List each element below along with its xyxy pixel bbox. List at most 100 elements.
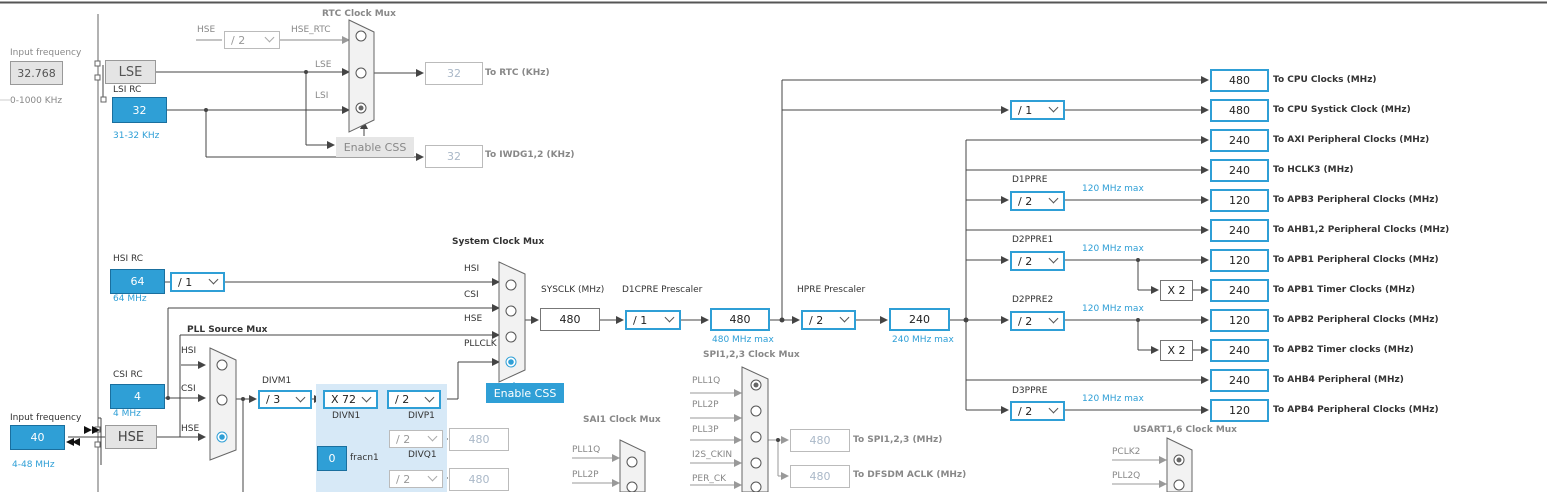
lse-block[interactable]: LSE bbox=[105, 60, 156, 84]
sai-mux-shape bbox=[619, 439, 646, 492]
divm1-value: / 3 bbox=[266, 393, 281, 406]
fracn1-label: fracn1 bbox=[350, 453, 379, 463]
apb2-timer-label: To APB2 Timer clocks (MHz) bbox=[1273, 345, 1414, 355]
d3ppre-select[interactable]: / 2 bbox=[1010, 401, 1065, 421]
hse-input-field[interactable]: 40 bbox=[10, 425, 65, 450]
divq1-select[interactable]: / 2 bbox=[389, 430, 443, 448]
hsi-range: 64 MHz bbox=[113, 294, 147, 304]
ahb4-value[interactable]: 240 bbox=[1210, 369, 1269, 392]
spi-in-pll1q: PLL1Q bbox=[692, 376, 721, 386]
rtc-hse-div-select[interactable]: / 2 bbox=[224, 31, 280, 49]
lsi-range: 31-32 KHz bbox=[113, 131, 160, 141]
d1ppre-label: D1PPRE bbox=[1012, 175, 1048, 185]
rtc-lsi-label: LSI bbox=[315, 91, 329, 101]
apb2-label: To APB2 Peripheral Clocks (MHz) bbox=[1273, 315, 1439, 325]
hse-block[interactable]: HSE bbox=[105, 425, 157, 449]
sys-in-hsi: HSI bbox=[464, 264, 480, 274]
d1ppre-select[interactable]: / 2 bbox=[1010, 191, 1065, 211]
ahb12-value[interactable]: 240 bbox=[1210, 219, 1269, 242]
divn1-select[interactable]: X 72 bbox=[323, 390, 378, 409]
csi-range: 4 MHz bbox=[113, 409, 141, 419]
apb2-timer-value[interactable]: 240 bbox=[1210, 339, 1269, 362]
d1cpre-label: D1CPRE Prescaler bbox=[622, 285, 703, 295]
rtc-hse-rtc-label: HSE_RTC bbox=[291, 25, 331, 35]
apb4-label: To APB4 Peripheral Clocks (MHz) bbox=[1273, 405, 1439, 415]
hpre-label: HPRE Prescaler bbox=[797, 285, 866, 295]
chevron-down-icon bbox=[361, 392, 372, 403]
hsi-div-select[interactable]: / 1 bbox=[170, 272, 225, 292]
d2ppre2-max: 120 MHz max bbox=[1082, 304, 1144, 314]
d1cpre-select[interactable]: / 1 bbox=[625, 310, 681, 330]
apb1-timer-value[interactable]: 240 bbox=[1210, 279, 1269, 302]
chevron-down-icon bbox=[1048, 403, 1059, 414]
pll-in-csi: CSI bbox=[181, 384, 196, 394]
sai-in-pll2p: PLL2P bbox=[572, 470, 599, 480]
divm1-label: DIVM1 bbox=[262, 376, 292, 386]
systick-value[interactable]: 480 bbox=[1210, 99, 1269, 122]
sys-in-hse: HSE bbox=[464, 314, 483, 324]
rtc-output-value[interactable]: 32 bbox=[425, 62, 483, 85]
divp1-select[interactable]: / 2 bbox=[387, 390, 441, 409]
cpu-clock-value[interactable]: 480 bbox=[1210, 69, 1269, 92]
hclk-max: 240 MHz max bbox=[892, 335, 954, 345]
dfsdm-output-label: To DFSDM ACLK (MHz) bbox=[853, 470, 967, 480]
systick-div-select[interactable]: / 1 bbox=[1010, 100, 1065, 120]
sys-in-csi: CSI bbox=[464, 290, 479, 300]
hsi-title: HSI RC bbox=[113, 254, 144, 264]
apb3-label: To APB3 Peripheral Clocks (MHz) bbox=[1273, 195, 1439, 205]
d1-clock-value[interactable]: 480 bbox=[710, 308, 770, 331]
d1ppre-max: 120 MHz max bbox=[1082, 184, 1144, 194]
divr1-select[interactable]: / 2 bbox=[389, 470, 443, 488]
d2ppre1-select[interactable]: / 2 bbox=[1010, 251, 1065, 271]
usart-in-pclk2: PCLK2 bbox=[1112, 447, 1141, 457]
spi-output-value[interactable]: 480 bbox=[790, 429, 850, 452]
rtc-enable-css-button[interactable]: Enable CSS bbox=[336, 137, 414, 157]
rtc-mux-shape bbox=[348, 19, 375, 133]
chevron-down-icon bbox=[427, 471, 438, 482]
hpre-select[interactable]: / 2 bbox=[801, 310, 856, 330]
sysclk-value[interactable]: 480 bbox=[540, 308, 600, 331]
chevron-down-icon bbox=[427, 431, 438, 442]
iwdg-output-value[interactable]: 32 bbox=[425, 145, 483, 168]
csi-rc-value[interactable]: 4 bbox=[110, 384, 165, 409]
spi-mux-shape bbox=[741, 366, 769, 492]
d1cpre-value: / 1 bbox=[633, 313, 648, 327]
fracn1-value[interactable]: 0 bbox=[317, 446, 347, 471]
spi-in-pll2p: PLL2P bbox=[692, 400, 719, 410]
chevron-down-icon bbox=[1048, 253, 1059, 264]
hsi-rc-value[interactable]: 64 bbox=[110, 269, 165, 294]
divm1-select[interactable]: / 3 bbox=[258, 390, 312, 409]
axi-clock-label: To AXI Peripheral Clocks (MHz) bbox=[1273, 135, 1430, 145]
usart-in-pll2q: PLL2Q bbox=[1112, 471, 1141, 481]
lse-input-field[interactable]: 32.768 bbox=[10, 61, 63, 85]
divq1-output[interactable]: 480 bbox=[449, 428, 509, 451]
d3ppre-value: / 2 bbox=[1018, 404, 1033, 418]
d2ppre1-label: D2PPRE1 bbox=[1012, 235, 1054, 245]
apb2-value[interactable]: 120 bbox=[1210, 309, 1269, 332]
sysclk-mux-title: System Clock Mux bbox=[452, 237, 545, 247]
sys-enable-css-button[interactable]: Enable CSS bbox=[486, 383, 564, 403]
csi-title: CSI RC bbox=[113, 370, 143, 380]
d3ppre-label: D3PPRE bbox=[1012, 386, 1048, 396]
usart-mux-shape bbox=[1166, 437, 1193, 492]
chevron-down-icon bbox=[424, 392, 435, 403]
apb3-value[interactable]: 120 bbox=[1210, 189, 1269, 212]
axi-clock-value[interactable]: 240 bbox=[1210, 129, 1269, 152]
dfsdm-output-value[interactable]: 480 bbox=[790, 465, 850, 488]
d1-clock-max: 480 MHz max bbox=[712, 335, 774, 345]
apb4-value[interactable]: 120 bbox=[1210, 399, 1269, 422]
divr1-value: / 2 bbox=[396, 472, 411, 486]
chevron-down-icon bbox=[1048, 102, 1059, 113]
lsi-rc-value[interactable]: 32 bbox=[112, 97, 167, 123]
hclk3-value[interactable]: 240 bbox=[1210, 159, 1269, 182]
chevron-down-icon bbox=[295, 392, 306, 403]
hclk-value[interactable]: 240 bbox=[889, 308, 950, 331]
divr1-output[interactable]: 480 bbox=[449, 468, 509, 491]
d2ppre1-max: 120 MHz max bbox=[1082, 244, 1144, 254]
d2ppre1-value: / 2 bbox=[1018, 254, 1033, 268]
spi-in-i2s: I2S_CKIN bbox=[692, 450, 733, 460]
apb1-timer-label: To APB1 Timer Clocks (MHz) bbox=[1273, 285, 1415, 295]
d1ppre-value: / 2 bbox=[1018, 194, 1033, 208]
d2ppre2-select[interactable]: / 2 bbox=[1010, 311, 1065, 331]
apb1-value[interactable]: 120 bbox=[1210, 249, 1269, 272]
